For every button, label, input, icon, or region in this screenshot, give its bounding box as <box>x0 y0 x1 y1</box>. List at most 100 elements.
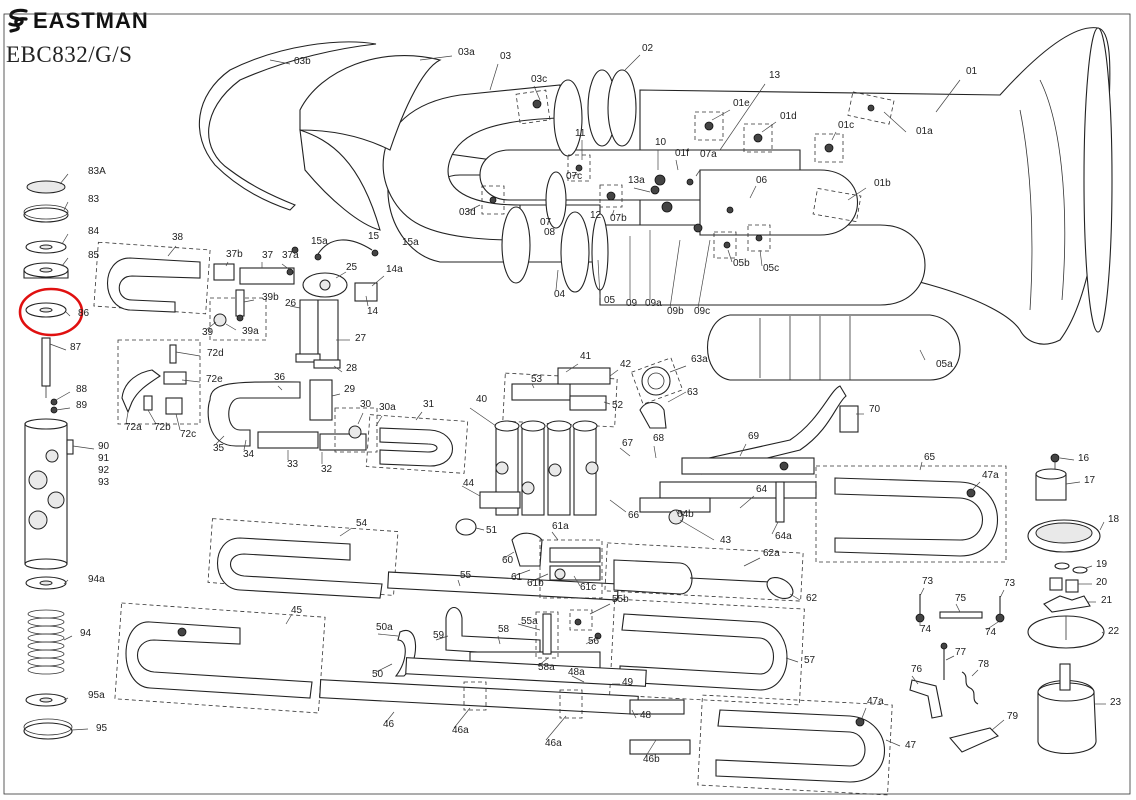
part-label-p26: 26 <box>285 298 297 309</box>
section-57 <box>609 598 805 706</box>
part-label-p60: 60 <box>502 555 514 566</box>
part-label-p07: 07 <box>540 217 552 228</box>
left-parts-column <box>23 180 74 740</box>
part-label-p15: 15 <box>368 231 380 242</box>
part-label-p09b: 09b <box>667 306 684 317</box>
part-label-p61a: 61a <box>552 521 569 532</box>
leader-lines <box>49 54 1106 757</box>
part-label-p74_r: 74 <box>985 627 997 638</box>
part-label-p74_l: 74 <box>920 624 932 635</box>
part-label-p04: 04 <box>554 289 566 300</box>
part-label-p68: 68 <box>653 433 665 444</box>
part-label-p62: 62 <box>806 593 818 604</box>
part-label-p39a: 39a <box>242 326 259 337</box>
part-label-p01b: 01b <box>874 178 891 189</box>
part-label-p46b: 46b <box>643 754 660 765</box>
valve-block-40 <box>455 357 684 536</box>
part-label-p65: 65 <box>924 452 936 463</box>
diagram-frame <box>3 13 1131 795</box>
part-label-p84: 84 <box>88 226 100 237</box>
part-label-p59: 59 <box>433 630 445 641</box>
part-label-p72b: 72b <box>154 422 171 433</box>
part-label-p33: 33 <box>287 459 299 470</box>
part-label-p08: 08 <box>544 227 556 238</box>
part-label-p30a: 30a <box>379 402 396 413</box>
part-label-p91: 91 <box>98 453 110 464</box>
part-label-p69: 69 <box>748 431 760 442</box>
part-label-p09a: 09a <box>645 298 662 309</box>
part-label-p61: 61 <box>511 572 523 583</box>
right-parts-column <box>1027 453 1105 755</box>
part-label-p92: 92 <box>98 465 110 476</box>
part-label-p61c: 61c <box>580 582 596 593</box>
part-label-p48: 48 <box>640 710 652 721</box>
part-label-p64b: 64b <box>677 509 694 520</box>
part-label-p52: 52 <box>612 400 624 411</box>
part-label-p35: 35 <box>213 443 225 454</box>
part-label-p39b: 39b <box>262 292 279 303</box>
part-label-p50a: 50a <box>376 622 393 633</box>
part-label-p85: 85 <box>88 250 100 261</box>
part-label-p30: 30 <box>360 399 372 410</box>
part-label-p46a_l: 46a <box>452 725 469 736</box>
part-label-p72e: 72e <box>206 374 223 385</box>
part-label-p15a_r: 15a <box>402 237 419 248</box>
part-label-p64a: 64a <box>775 531 792 542</box>
part-label-p49: 49 <box>622 677 634 688</box>
section-25-29 <box>295 299 341 421</box>
part-label-p90: 90 <box>98 441 110 452</box>
part-label-p36: 36 <box>274 372 286 383</box>
part-label-p19: 19 <box>1096 559 1108 570</box>
part-label-p10: 10 <box>655 137 667 148</box>
part-label-p03b: 03b <box>294 56 311 67</box>
part-label-p03: 03 <box>500 51 512 62</box>
part-label-p29: 29 <box>344 384 356 395</box>
part-label-p50: 50 <box>372 669 384 680</box>
part-label-p58: 58 <box>498 624 510 635</box>
part-label-p55: 55 <box>460 570 472 581</box>
part-label-p15a_l: 15a <box>311 236 328 247</box>
part-label-p05b: 05b <box>733 258 750 269</box>
part-label-p94: 94 <box>80 628 92 639</box>
section-72 <box>117 339 201 425</box>
part-label-p73_r: 73 <box>1004 578 1016 589</box>
part-label-p54: 54 <box>356 518 368 529</box>
part-label-p01d: 01d <box>780 111 797 122</box>
part-label-p70: 70 <box>869 404 881 415</box>
part-label-p03d: 03d <box>459 207 476 218</box>
part-label-p73_l: 73 <box>922 576 934 587</box>
part-label-p39: 39 <box>202 327 214 338</box>
part-label-p07b: 07b <box>610 213 627 224</box>
part-label-p43: 43 <box>720 535 732 546</box>
part-label-p07a: 07a <box>700 149 717 160</box>
part-label-p01c: 01c <box>838 120 854 131</box>
part-label-p57: 57 <box>804 655 816 666</box>
part-label-p79: 79 <box>1007 711 1019 722</box>
part-label-p17: 17 <box>1084 475 1096 486</box>
part-label-p03a: 03a <box>458 47 475 58</box>
part-label-p12: 12 <box>590 210 602 221</box>
section-60-61 <box>511 532 603 599</box>
part-label-p46a_r: 46a <box>545 738 562 749</box>
section-38 <box>93 239 379 341</box>
bow-section-03 <box>198 41 442 231</box>
part-label-p09c: 09c <box>694 306 710 317</box>
part-label-p31: 31 <box>423 399 435 410</box>
brand-header: EASTMAN <box>7 8 149 34</box>
section-55-59 <box>387 571 619 669</box>
part-label-p25: 25 <box>346 262 358 273</box>
part-label-p87: 87 <box>70 342 82 353</box>
part-label-p40: 40 <box>476 394 488 405</box>
section-46-50 <box>319 629 691 755</box>
part-label-p42: 42 <box>620 359 632 370</box>
part-label-p55a: 55a <box>521 616 538 627</box>
part-label-p37: 37 <box>262 250 274 261</box>
part-label-p76: 76 <box>911 664 923 675</box>
part-label-p01e: 01e <box>733 98 750 109</box>
part-label-p07c: 07c <box>566 171 582 182</box>
part-label-p93: 93 <box>98 477 110 488</box>
part-label-p64: 64 <box>756 484 768 495</box>
section-62 <box>604 542 804 602</box>
